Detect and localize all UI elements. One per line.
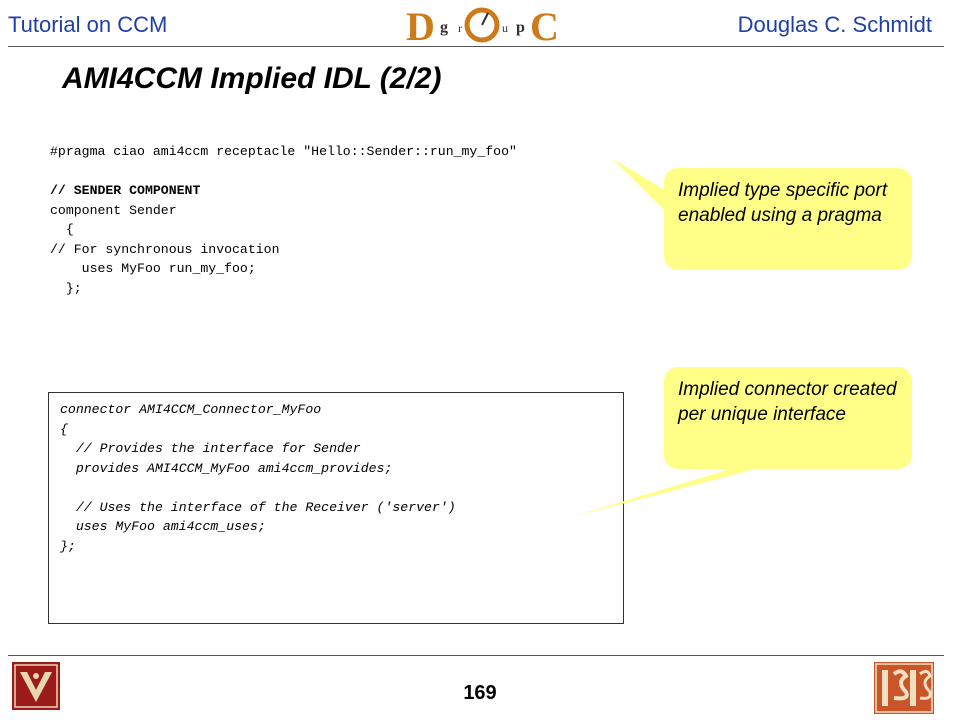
vanderbilt-logo-icon — [12, 662, 60, 710]
code-line: // For synchronous invocation — [50, 241, 280, 257]
code-line: // SENDER COMPONENT — [50, 183, 201, 198]
code-line: #pragma ciao ami4ccm receptacle "Hello::… — [50, 144, 517, 159]
code-line: provides AMI4CCM_MyFoo ami4ccm_provides; — [60, 460, 393, 476]
code-block-connector: connector AMI4CCM_Connector_MyFoo { // P… — [48, 392, 624, 624]
code-line: connector AMI4CCM_Connector_MyFoo — [60, 402, 322, 417]
code-line: { — [50, 222, 74, 237]
svg-text:r: r — [458, 21, 462, 35]
header-left-text: Tutorial on CCM — [8, 12, 168, 37]
header-right-text: Douglas C. Schmidt — [737, 12, 932, 37]
code-line: uses MyFoo ami4ccm_uses; — [60, 519, 266, 534]
svg-text:C: C — [530, 4, 556, 46]
callout-pragma: Implied type specific port enabled using… — [664, 168, 912, 270]
code-line: { — [60, 421, 68, 437]
code-line: // Uses the interface of the Receiver ('… — [60, 499, 456, 515]
isis-logo-icon — [874, 662, 934, 714]
callout-pointer-pragma — [612, 158, 668, 214]
footer-divider — [8, 655, 944, 656]
svg-text:p: p — [516, 19, 525, 36]
code-line: component Sender — [50, 202, 177, 218]
doc-group-logo: D g r u p C — [406, 4, 556, 46]
page-number: 169 — [463, 682, 497, 704]
slide-title: AMI4CCM Implied IDL (2/2) — [62, 62, 442, 95]
svg-text:D: D — [406, 4, 435, 46]
code-line: // Provides the interface for Sender — [60, 441, 361, 456]
code-block-sender: #pragma ciao ami4ccm receptacle "Hello::… — [50, 142, 517, 298]
code-line: }; — [50, 280, 82, 296]
callout-connector: Implied connector created per unique int… — [664, 367, 912, 469]
code-line: uses MyFoo run_my_foo; — [50, 261, 256, 276]
code-line: }; — [60, 538, 76, 554]
header-divider — [8, 46, 944, 47]
svg-text:u: u — [502, 21, 508, 35]
svg-text:g: g — [440, 19, 448, 36]
